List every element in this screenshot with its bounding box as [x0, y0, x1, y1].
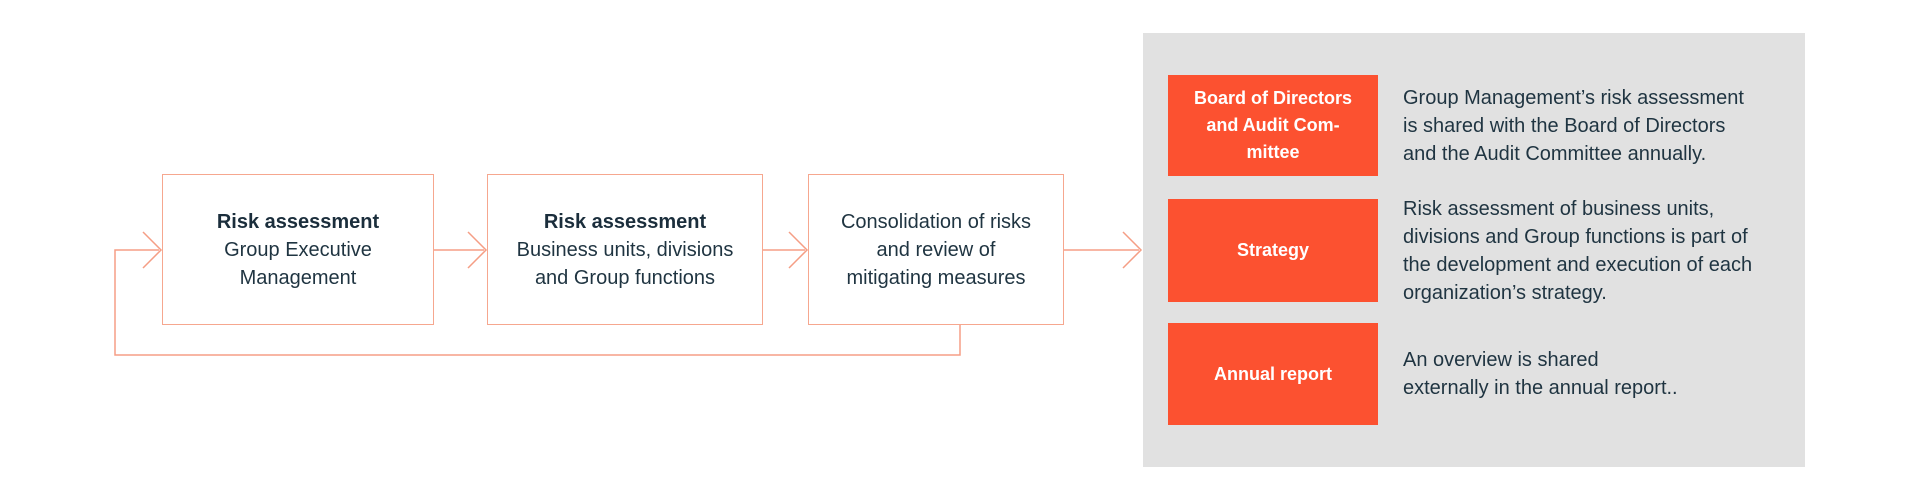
- flow-box-line: and review of: [876, 238, 996, 261]
- description-line: and the Audit Committee annually.: [1403, 142, 1707, 165]
- flow-box-line: Business units, divisions: [516, 238, 734, 261]
- description-line: divisions and Group functions is part of: [1403, 225, 1748, 248]
- tag-annual-report: Annual report: [1168, 323, 1378, 425]
- tag-board-of-directors-audit-committee: Board of Directors and Audit Com- mittee: [1168, 75, 1378, 176]
- arrowhead-into-box1-icon: [142, 231, 163, 269]
- flow-box-group-executive-management: Risk assessment Group Executive Manageme…: [162, 174, 434, 325]
- flow-box-line: mitigating measures: [846, 266, 1026, 289]
- description-line: the development and execution of each: [1403, 253, 1753, 276]
- description-strategy: Risk assessment of business units, divis…: [1403, 198, 1753, 304]
- tag-label-line: Annual report: [1213, 363, 1332, 384]
- arrowhead-into-box2-icon: [467, 231, 488, 269]
- feedback-loop-line: [114, 249, 961, 356]
- flow-box-business-units: Risk assessment Business units, division…: [487, 174, 763, 325]
- tag-strategy: Strategy: [1168, 199, 1378, 302]
- flow-box-title: Risk assessment: [543, 210, 707, 233]
- tag-label-line: and Audit Com-: [1206, 115, 1340, 135]
- tag-label-line: Board of Directors: [1193, 88, 1353, 108]
- flow-box-title: Risk assessment: [216, 210, 380, 233]
- description-annual-report: An overview is shared externally in the …: [1403, 323, 1678, 425]
- flow-box-line: and Group functions: [534, 266, 716, 289]
- flow-box-line: Consolidation of risks: [840, 210, 1032, 233]
- arrowhead-into-box3-icon: [788, 231, 809, 269]
- description-line: Risk assessment of business units,: [1403, 197, 1715, 220]
- flow-box-consolidation: Consolidation of risks and review of mit…: [808, 174, 1064, 325]
- description-line: Group Management’s risk assessment: [1403, 86, 1744, 109]
- description-line: An overview is shared: [1403, 349, 1599, 371]
- tag-label-line: mittee: [1246, 142, 1300, 162]
- governance-panel: Board of Directors and Audit Com- mittee…: [1143, 33, 1805, 467]
- description-board-of-directors: Group Management’s risk assessment is sh…: [1403, 75, 1744, 176]
- description-line: is shared with the Board of Directors: [1403, 114, 1726, 137]
- arrowhead-into-panel-icon: [1122, 231, 1143, 269]
- flow-box-line: Group Executive: [224, 238, 372, 261]
- tag-label-line: Strategy: [1236, 240, 1310, 260]
- description-line: organization’s strategy.: [1403, 281, 1607, 304]
- description-line: externally in the annual report..: [1403, 377, 1678, 399]
- flow-box-line: Management: [239, 266, 357, 289]
